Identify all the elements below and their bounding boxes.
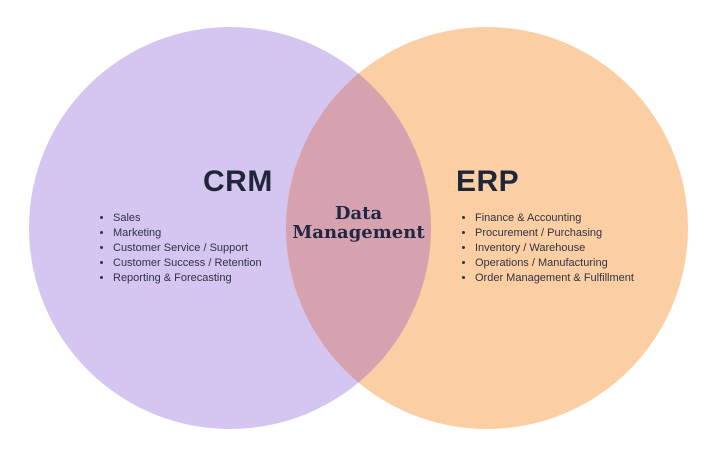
erp-list: Finance & AccountingProcurement / Purcha…	[462, 211, 685, 286]
list-item: Marketing	[113, 226, 303, 241]
list-item: Procurement / Purchasing	[475, 226, 685, 241]
list-item: Operations / Manufacturing	[475, 256, 685, 271]
list-item: Order Management & Fulfillment	[475, 271, 685, 286]
list-item: Customer Success / Retention	[113, 256, 303, 271]
erp-title: ERP	[456, 165, 520, 198]
overlap-label: Data Management	[292, 203, 425, 243]
list-item: Customer Service / Support	[113, 241, 303, 256]
list-item: Sales	[113, 211, 303, 226]
crm-title: CRM	[203, 165, 273, 198]
crm-list: SalesMarketingCustomer Service / Support…	[100, 211, 303, 286]
list-item: Reporting & Forecasting	[113, 271, 303, 286]
overlap-region	[286, 27, 431, 429]
list-item: Inventory / Warehouse	[475, 241, 685, 256]
list-item: Finance & Accounting	[475, 211, 685, 226]
